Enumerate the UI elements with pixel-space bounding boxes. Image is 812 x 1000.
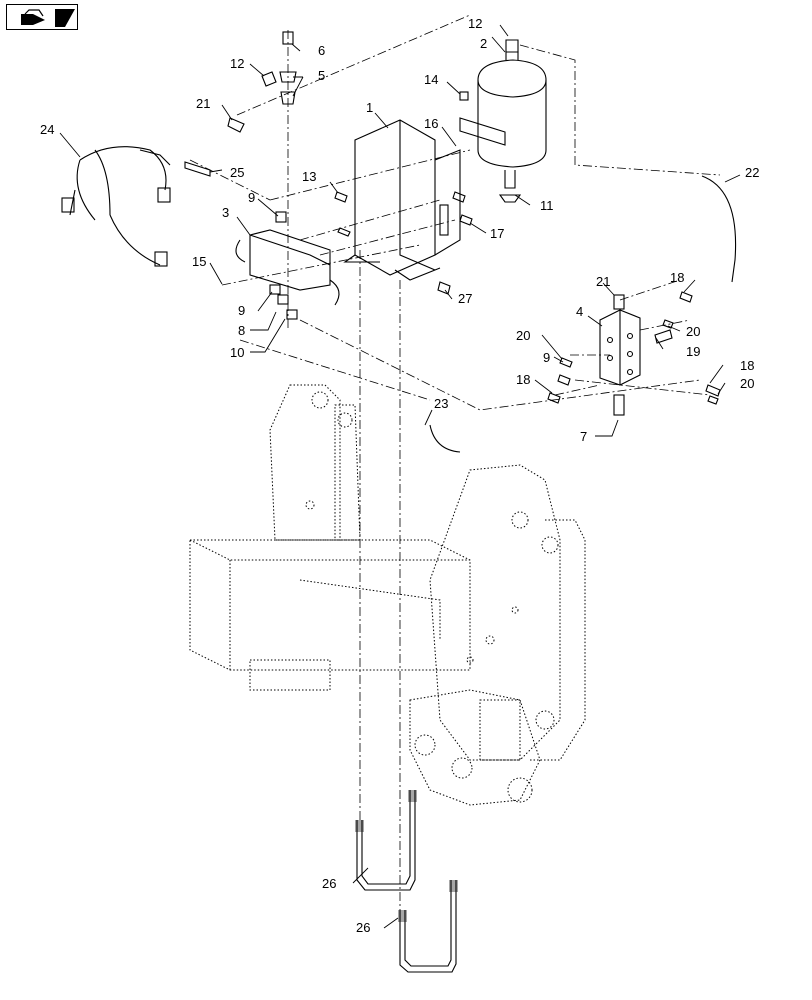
callout-4: 4 bbox=[576, 304, 583, 319]
callout-12-top: 12 bbox=[468, 16, 482, 31]
callout-27: 27 bbox=[458, 291, 472, 306]
callout-7: 7 bbox=[580, 429, 587, 444]
callout-3: 3 bbox=[222, 205, 229, 220]
mounting-bracket bbox=[343, 119, 461, 281]
callout-20-top: 20 bbox=[686, 324, 700, 339]
callout-25: 25 bbox=[230, 165, 244, 180]
callout-22: 22 bbox=[745, 165, 759, 180]
hoses bbox=[429, 175, 737, 453]
fittings bbox=[227, 31, 519, 320]
callout-13: 13 bbox=[302, 169, 316, 184]
callout-16: 16 bbox=[424, 116, 438, 131]
callout-19: 19 bbox=[686, 344, 700, 359]
distribution-block bbox=[547, 291, 721, 416]
frame-assembly bbox=[189, 384, 586, 806]
callout-20-left: 20 bbox=[516, 328, 530, 343]
exploded-view-back-icon bbox=[21, 9, 75, 27]
callout-26-upper: 26 bbox=[322, 876, 336, 891]
leader-lines bbox=[59, 24, 741, 929]
callout-9-mid: 9 bbox=[238, 303, 245, 318]
callout-14: 14 bbox=[424, 72, 438, 87]
assembly-lines bbox=[189, 14, 721, 910]
callout-2: 2 bbox=[480, 36, 487, 51]
callout-10: 10 bbox=[230, 345, 244, 360]
back-navigation-button[interactable] bbox=[6, 4, 78, 30]
callout-9-right: 9 bbox=[543, 350, 550, 365]
callout-9-top: 9 bbox=[248, 190, 255, 205]
callout-18-top: 18 bbox=[670, 270, 684, 285]
wiring-harness bbox=[61, 146, 211, 267]
callouts: 1 2 3 4 5 6 7 8 9 9 9 10 11 12 12 13 14 … bbox=[40, 16, 759, 935]
callout-24: 24 bbox=[40, 122, 54, 137]
callout-6: 6 bbox=[318, 43, 325, 58]
air-tank bbox=[459, 51, 547, 203]
solenoid-valve bbox=[235, 229, 340, 306]
callout-5: 5 bbox=[318, 68, 325, 83]
callout-1: 1 bbox=[366, 100, 373, 115]
u-bolts bbox=[355, 790, 458, 973]
callout-18-right: 18 bbox=[740, 358, 754, 373]
callout-21-left: 21 bbox=[196, 96, 210, 111]
callout-11: 11 bbox=[540, 198, 554, 213]
callout-15: 15 bbox=[192, 254, 206, 269]
callout-18-left: 18 bbox=[516, 372, 530, 387]
callout-26-lower: 26 bbox=[356, 920, 370, 935]
callout-8: 8 bbox=[238, 323, 245, 338]
callout-12-left: 12 bbox=[230, 56, 244, 71]
callout-17: 17 bbox=[490, 226, 504, 241]
callout-23: 23 bbox=[434, 396, 448, 411]
callout-21-right: 21 bbox=[596, 274, 610, 289]
callout-20-right: 20 bbox=[740, 376, 754, 391]
